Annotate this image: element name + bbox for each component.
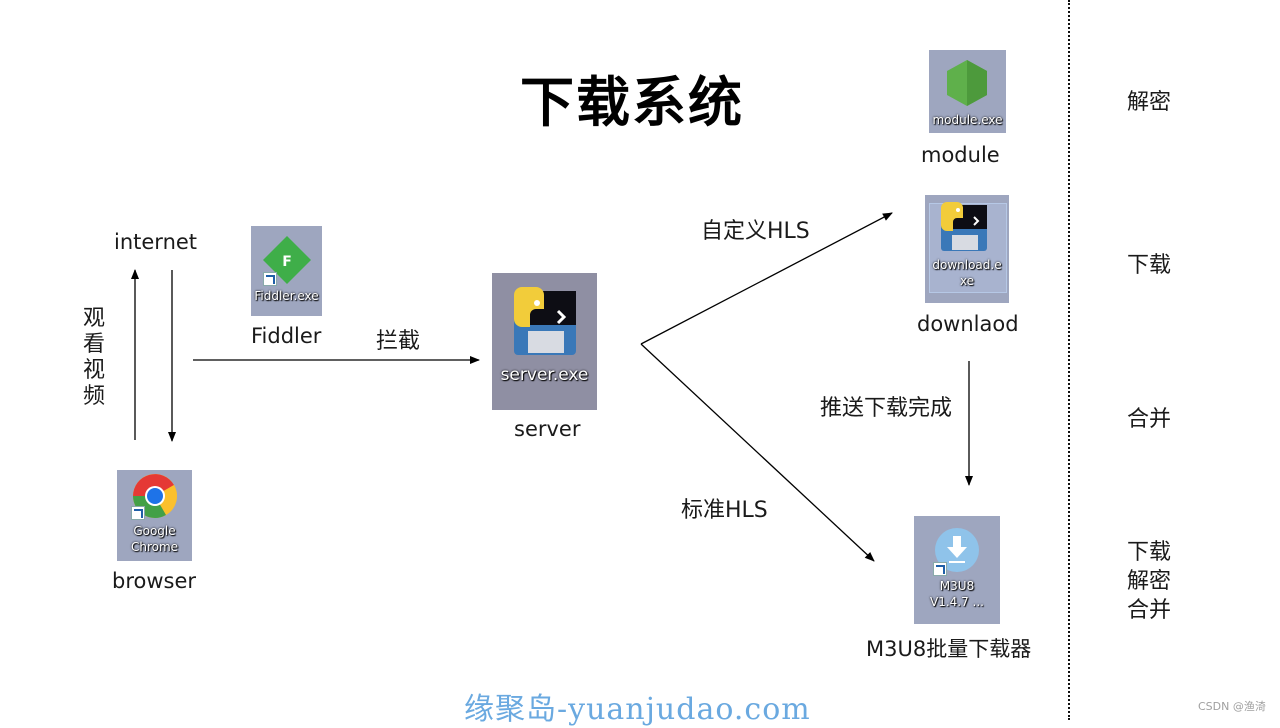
python-exe-icon — [941, 202, 987, 251]
fiddler-icon: F — [263, 236, 311, 284]
side-label-line: 解密 — [1127, 569, 1172, 594]
watermark: 缘聚岛-yuanjudao.com — [464, 692, 811, 727]
side-label-line: 下载 — [1127, 540, 1172, 565]
caption-line: Google — [133, 524, 176, 538]
module-label: module — [921, 143, 1000, 167]
fiddler-icon-tile[interactable]: F Fiddler.exe — [251, 226, 322, 316]
download-label: downlaod — [917, 312, 1019, 336]
arrow-to-download — [640, 212, 893, 345]
standard-hls-label: 标准HLS — [681, 498, 768, 523]
intercept-label: 拦截 — [376, 329, 421, 354]
watch-video-text: 观看视频 — [82, 306, 105, 409]
browser-icon-caption: Google Chrome — [117, 523, 192, 555]
caption-line: download.e — [932, 258, 1002, 272]
m3u8-downloader-icon — [935, 528, 979, 572]
side-label-download: 下载 — [1127, 253, 1172, 278]
server-label: server — [514, 417, 581, 441]
server-icon-tile[interactable]: server.exe — [492, 273, 597, 410]
side-label-merge: 合并 — [1127, 407, 1172, 432]
caption-line: M3U8 — [939, 579, 975, 593]
watch-video-label: 观看视频 — [82, 306, 106, 410]
shortcut-arrow-icon — [263, 272, 277, 286]
module-icon-caption: module.exe — [932, 113, 1003, 127]
arrow-to-m3u8 — [640, 343, 875, 562]
push-done-label: 推送下载完成 — [820, 396, 953, 421]
download-icon-tile[interactable]: download.e xe — [925, 195, 1009, 303]
diagram-title: 下载系统 — [520, 71, 744, 134]
m3u8-icon-tile[interactable]: M3U8 V1.4.7 ... — [914, 516, 1000, 624]
side-label-line: 合并 — [1127, 598, 1172, 623]
csdn-credit: CSDN @渔渏 — [1198, 700, 1266, 713]
side-label-decrypt: 解密 — [1127, 90, 1172, 115]
m3u8-icon-caption: M3U8 V1.4.7 ... — [914, 578, 1000, 610]
dotted-divider — [1068, 0, 1070, 720]
nodejs-hexagon-icon — [947, 60, 987, 106]
side-label-all: 下载 解密 合并 — [1127, 538, 1171, 625]
google-chrome-icon — [133, 474, 177, 518]
custom-hls-label: 自定义HLS — [701, 219, 810, 244]
caption-line: xe — [959, 274, 975, 288]
fiddler-icon-caption: Fiddler.exe — [254, 289, 319, 303]
shortcut-arrow-icon — [933, 562, 947, 576]
caption-line: Chrome — [130, 540, 179, 554]
caption-line: V1.4.7 ... — [930, 595, 984, 609]
browser-icon-tile[interactable]: Google Chrome — [117, 470, 192, 561]
shortcut-arrow-icon — [131, 506, 145, 520]
fiddler-label: Fiddler — [251, 324, 322, 348]
server-icon-caption: server.exe — [500, 365, 589, 385]
m3u8-label: M3U8批量下载器 — [866, 637, 1032, 661]
download-icon-caption: download.e xe — [925, 257, 1009, 289]
fiddler-glyph: F — [282, 254, 292, 270]
python-exe-icon — [514, 287, 576, 355]
browser-label: browser — [112, 569, 197, 593]
module-icon-tile[interactable]: module.exe — [929, 50, 1006, 133]
internet-label: internet — [114, 230, 198, 254]
